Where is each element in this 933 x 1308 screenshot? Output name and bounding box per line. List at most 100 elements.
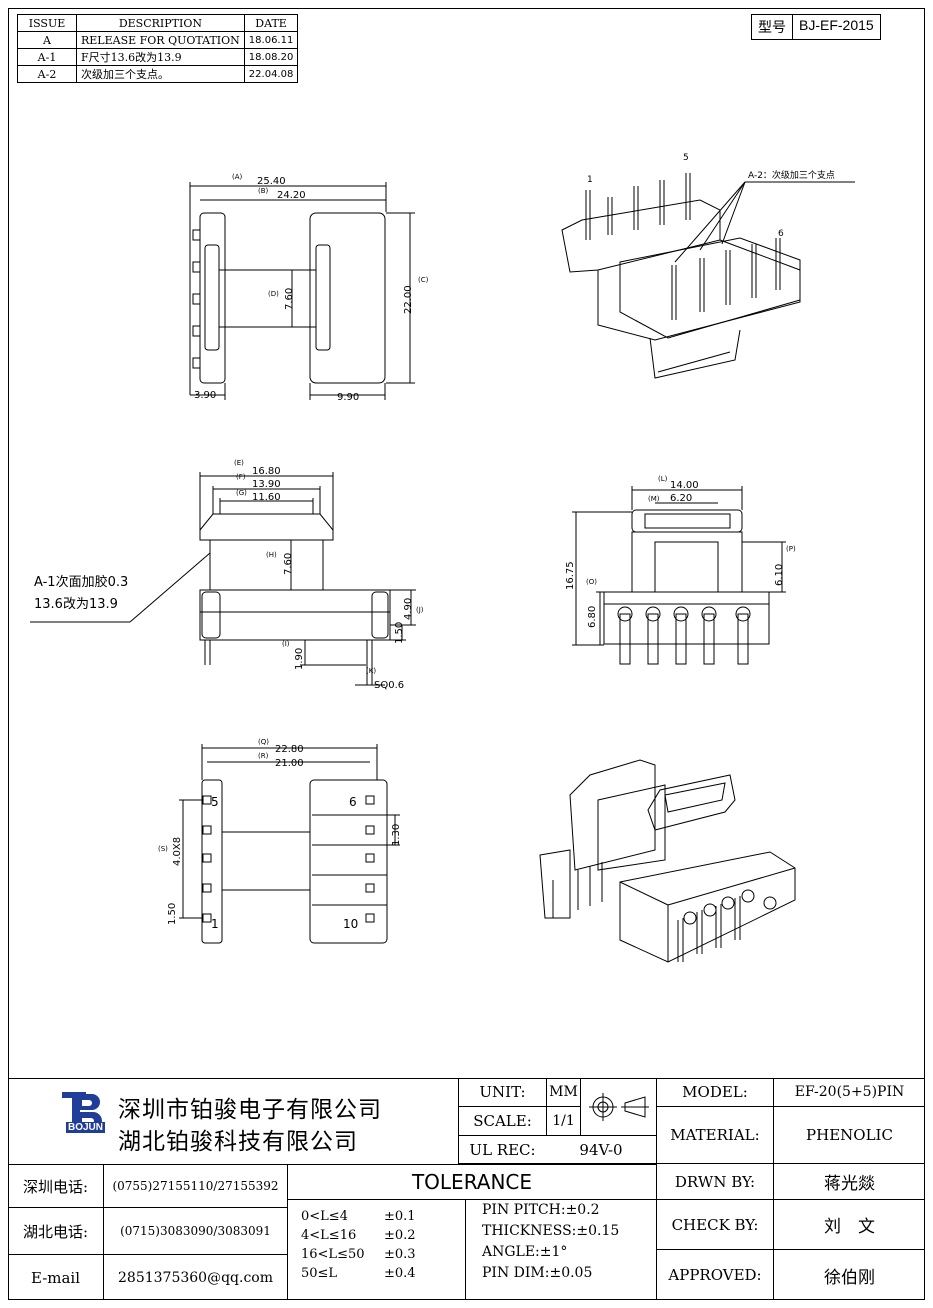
dim-b-tag: (B) — [258, 187, 269, 195]
dim-f-value: 13.90 — [252, 479, 281, 490]
top-right-window — [315, 244, 331, 351]
dim-s-tag: (S) — [158, 845, 168, 853]
dim-right-value: 9.90 — [337, 392, 359, 403]
dim-p-tag: (P) — [786, 545, 796, 553]
dim-total-value: 16.75 — [565, 561, 576, 590]
title-block: BOJUN 深圳市铂骏电子有限公司 湖北铂骏科技有限公司 UNIT: MM SC… — [8, 1078, 925, 1300]
side-core — [631, 531, 743, 593]
bottom-pins-left — [202, 795, 212, 923]
dim-l-value: 14.00 — [670, 480, 699, 491]
bottom-view — [179, 744, 400, 944]
tol-value: ±0.4 — [384, 1266, 416, 1281]
iso-pin5-label: 5 — [683, 153, 689, 163]
shenzhen-phone-label: 深圳电话: — [8, 1164, 104, 1208]
dim-130-value: 1.30 — [391, 824, 402, 846]
check-by-value: 刘 文 — [773, 1200, 925, 1250]
bottom-left-flange — [201, 779, 223, 944]
dim-r-value: 21.00 — [275, 758, 304, 769]
note-leader — [721, 181, 746, 245]
tol-value: ±0.1 — [384, 1209, 416, 1224]
dim-g-value: 11.60 — [252, 492, 281, 503]
unit-value: MM — [546, 1078, 580, 1107]
note-leader — [674, 181, 746, 263]
dim-h-tag: (H) — [266, 551, 277, 559]
iso-pin1-label: 1 — [587, 175, 593, 185]
projection-icon — [588, 1092, 649, 1121]
note-leader — [699, 181, 746, 251]
side-pins — [617, 606, 751, 665]
revision-table: ISSUE DESCRIPTION DATE A RELEASE FOR QUO… — [17, 14, 299, 83]
thickness-tolerance: THICKNESS:±0.15 — [482, 1223, 620, 1239]
company-name-shenzhen: 深圳市铂骏电子有限公司 — [118, 1097, 382, 1123]
pin-pitch-tolerance: PIN PITCH:±0.2 — [482, 1202, 600, 1218]
bottom-right-flange — [309, 779, 388, 944]
drawn-by-value: 蒋光燚 — [773, 1164, 925, 1200]
front-left-post — [201, 591, 221, 639]
iso-secondary-flange — [619, 237, 801, 339]
front-top-flange — [199, 513, 334, 541]
email-value: 2851375360@qq.com — [104, 1255, 288, 1300]
company-name-hubei: 湖北铂骏科技有限公司 — [118, 1129, 358, 1155]
dim-c-tag: (C) — [418, 276, 429, 284]
pin-dim-tolerance: PIN DIM:±0.05 — [482, 1265, 593, 1281]
dim-q-value: 22.80 — [275, 744, 304, 755]
dim-d-value: 7.60 — [284, 288, 295, 310]
iso2-pins — [552, 862, 777, 962]
dim-150-value: 1.50 — [394, 622, 405, 644]
dim-r-tag: (R) — [258, 752, 269, 760]
iso-bottom-view — [539, 759, 796, 963]
bottom-pin6-label: 6 — [349, 795, 357, 809]
dim-i-tag: (I) — [282, 640, 290, 648]
check-by-label: CHECK BY: — [656, 1200, 773, 1250]
tol-range: 16<L≤50 — [301, 1247, 365, 1262]
dim-d-tag: (D) — [268, 290, 279, 298]
unit-label: UNIT: — [458, 1078, 546, 1107]
front-base — [199, 589, 391, 641]
dim-c-value: 22.00 — [403, 285, 414, 314]
dim-h-value: 7.60 — [283, 553, 294, 575]
dim-k-value: SQ0.6 — [374, 680, 404, 691]
technical-drawing: (A) 25.40 (B) 24.20 (C) 22.00 (D) 7.60 3… — [30, 153, 855, 963]
model-number-value: BJ-EF-2015 — [799, 17, 874, 33]
approved-label: APPROVED: — [656, 1250, 773, 1300]
dim-e-value: 16.80 — [252, 466, 281, 477]
tol-range: 4<L≤16 — [301, 1228, 357, 1243]
dim-a-tag: (A) — [232, 173, 243, 181]
scale-value: 1/1 — [546, 1107, 580, 1136]
tol-value: ±0.3 — [384, 1247, 416, 1262]
dim-m-tag: (M) — [648, 495, 660, 503]
dim-q-tag: (Q) — [258, 738, 269, 746]
model-number-box: 型号 BJ-EF-2015 — [751, 14, 881, 40]
tol-range: 0<L≤4 — [301, 1209, 348, 1224]
rev-header-date: DATE — [243, 14, 299, 32]
bottom-pin1-label: 1 — [211, 917, 219, 931]
dim-o-tag: (O) — [586, 578, 597, 586]
dim-e-tag: (E) — [234, 459, 244, 467]
iso-pin6-label: 6 — [778, 229, 784, 239]
iso-pins-primary — [585, 173, 691, 240]
dim-f-tag: (F) — [236, 473, 246, 481]
front-core — [209, 539, 324, 591]
ul-rec-value: 94V-0 — [546, 1136, 656, 1164]
dim-left-value: 3.90 — [194, 390, 216, 401]
front-right-post — [371, 591, 389, 639]
front-view — [30, 472, 416, 686]
approved-value: 徐伯刚 — [773, 1250, 925, 1300]
dim-i-value: 1.90 — [294, 648, 305, 670]
iso-top-view — [561, 173, 855, 379]
bottom-pin10-label: 10 — [343, 917, 358, 931]
shenzhen-phone: (0755)27155110/27155392 — [104, 1164, 288, 1208]
material-label: MATERIAL: — [656, 1107, 773, 1164]
tolerance-ranges: 0<L≤4 4<L≤16 16<L≤50 50≤L — [301, 1207, 381, 1283]
bottom-pins-right — [365, 795, 375, 923]
iso-note-a2: A-2：次级加三个支点 — [748, 169, 835, 181]
dim-l-tag: (L) — [658, 475, 668, 483]
scale-label: SCALE: — [458, 1107, 546, 1136]
iso-base — [597, 239, 801, 341]
rev-issue: A-2 — [17, 65, 77, 83]
side-top-flange — [631, 509, 743, 533]
dim-150-value: 1.50 — [167, 903, 178, 925]
dim-k-tag: (K) — [366, 667, 376, 675]
top-pins — [192, 229, 201, 369]
rev-description: 次级加三个支点。 — [76, 65, 245, 83]
